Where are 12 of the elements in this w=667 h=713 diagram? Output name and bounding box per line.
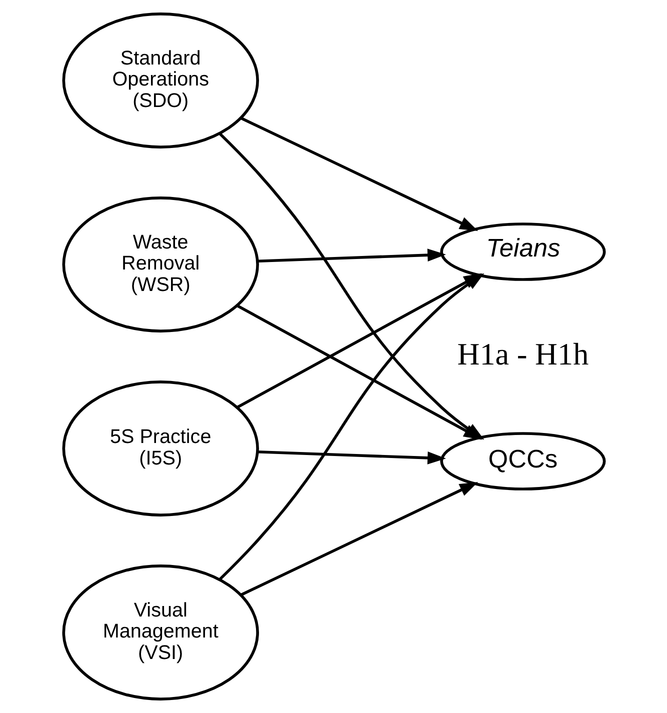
node-ellipse: Waste Removal (WSR) [62,196,258,332]
node-ellipse: 5S Practice (I5S) [62,380,258,516]
arrow [240,482,478,596]
arrow [236,304,482,440]
arrow [257,450,446,464]
arrow [240,116,478,232]
label: H1a - H1h [456,336,588,372]
node-ellipse: Visual Management (VSI) [62,564,258,700]
node-ellipse: Standard Operations (SDO) [62,12,258,148]
arrow [257,248,446,263]
node-ellipse: QCCs [440,432,606,490]
node-ellipse: Teians [440,222,606,281]
